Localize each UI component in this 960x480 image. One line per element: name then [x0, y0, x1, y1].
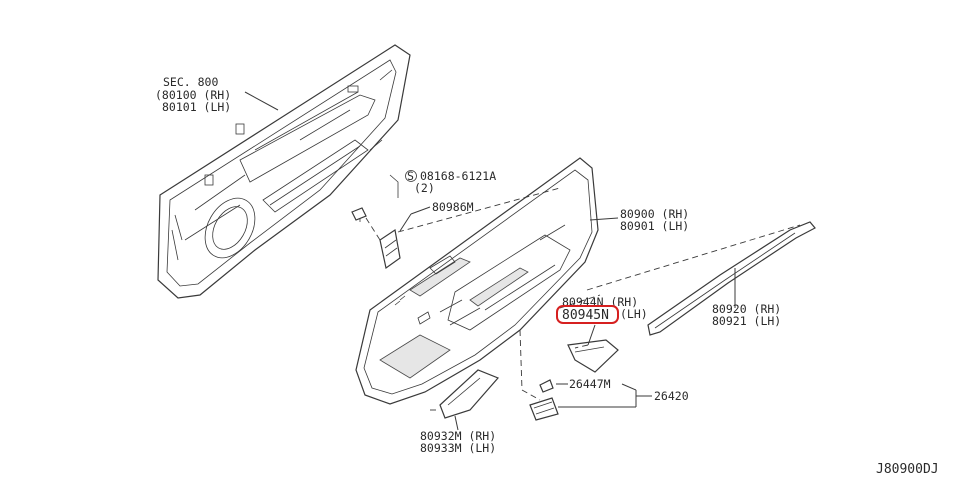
- highlight-box: [556, 305, 619, 324]
- label-finisher-lh-tail: (LH): [620, 307, 648, 321]
- label-moulding-rh: 80920 (RH): [712, 302, 781, 316]
- lamp-bulb-part: [539, 379, 554, 393]
- screw-clip-group: S: [351, 169, 431, 270]
- screw-icon: [351, 207, 367, 221]
- label-door-rh: (80100 (RH): [155, 88, 231, 102]
- label-pocket-rh: 80932M (RH): [420, 429, 496, 443]
- screw-symbol-circle: [405, 170, 417, 182]
- label-clip: 80986M: [432, 200, 474, 214]
- label-moulding-lh: 80921 (LH): [712, 314, 781, 328]
- moulding-part: [647, 221, 816, 336]
- label-sec800: SEC. 800: [163, 75, 218, 89]
- label-screw-qty: (2): [414, 181, 435, 195]
- label-pocket-lh: 80933M (LH): [420, 441, 496, 455]
- diagram-id: J80900DJ: [876, 462, 939, 477]
- door-trim-panel: [355, 157, 599, 405]
- door-inner-panel: [157, 44, 411, 299]
- door-pocket-part: [439, 369, 500, 419]
- label-trim-lh: 80901 (LH): [620, 219, 689, 233]
- label-screw-pn: 08168-6121A: [420, 169, 496, 183]
- label-screw-symbol: S: [407, 169, 414, 183]
- label-door-lh: 80101 (LH): [162, 100, 231, 114]
- label-trim-rh: 80900 (RH): [620, 207, 689, 221]
- finisher-part: [567, 339, 619, 373]
- lamp-assembly-part: [529, 397, 559, 421]
- label-lamp-bulb: 26447M: [569, 377, 611, 391]
- label-finisher-lh-highlighted: 80945N: [562, 308, 609, 323]
- label-lamp-assy: 26420: [654, 389, 689, 403]
